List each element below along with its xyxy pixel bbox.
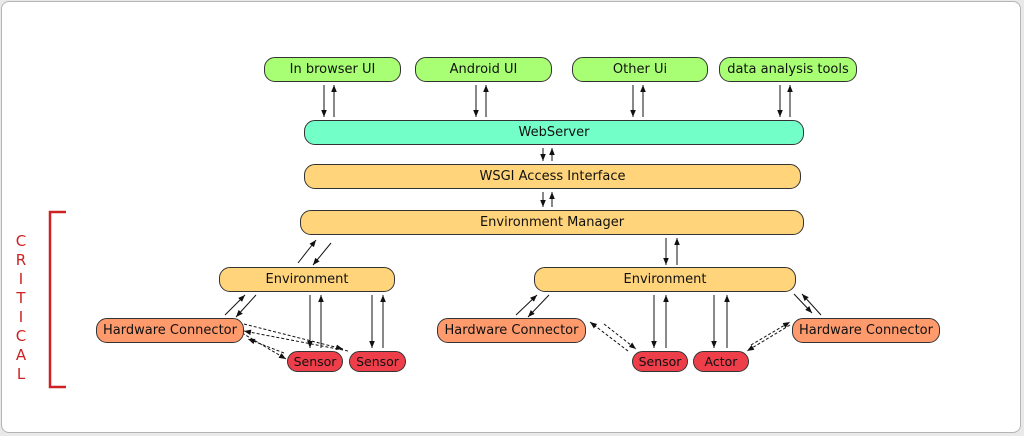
client-other-ui: Other Ui (572, 57, 708, 82)
critical-letter: C (15, 232, 27, 250)
connector-arrow (224, 294, 246, 316)
connector-arrow (297, 239, 317, 264)
critical-letter: T (16, 289, 26, 307)
left-sensor-2-box: Sensor (349, 351, 406, 372)
left-environment-box: Environment (219, 267, 395, 292)
client-android-ui: Android UI (415, 57, 552, 82)
critical-letter: A (15, 346, 27, 364)
critical-letter: I (18, 308, 24, 326)
dashed-connector-arrow (603, 323, 637, 350)
dashed-connector-arrow (589, 321, 629, 352)
connector-arrow (801, 293, 822, 316)
critical-bracket (48, 210, 66, 389)
client-in-browser-ui: In browser UI (264, 57, 401, 82)
connector-arrow (527, 294, 550, 318)
critical-letter: I (18, 270, 24, 288)
connector-arrow (515, 294, 538, 316)
webserver-box: WebServer (304, 120, 804, 145)
dashed-connector-arrow (750, 321, 791, 346)
connector-arrow (312, 242, 332, 266)
dashed-connector-arrow (243, 323, 344, 351)
critical-letter: L (16, 365, 26, 383)
dashed-connector-arrow (746, 324, 791, 352)
connector-arrow (235, 294, 257, 318)
left-hardware-connector-box: Hardware Connector (96, 318, 244, 343)
environment-manager-box: Environment Manager (300, 210, 804, 235)
right-hardware-connector-1-box: Hardware Connector (437, 318, 586, 343)
right-environment-box: Environment (534, 267, 796, 292)
dashed-connector-arrow (243, 329, 349, 352)
wsgi-access-interface-box: WSGI Access Interface (304, 164, 801, 189)
left-sensor-1-box: Sensor (287, 351, 343, 372)
right-sensor-box: Sensor (632, 351, 688, 372)
critical-letter: R (15, 251, 27, 269)
right-hardware-connector-2-box: Hardware Connector (792, 318, 940, 343)
dashed-connector-arrow (241, 332, 287, 360)
dashed-connector-arrow (247, 338, 285, 354)
right-actor-box: Actor (693, 351, 749, 372)
connector-arrow (793, 293, 813, 314)
client-data-analysis-tools: data analysis tools (719, 57, 857, 82)
critical-letter: C (15, 327, 27, 345)
